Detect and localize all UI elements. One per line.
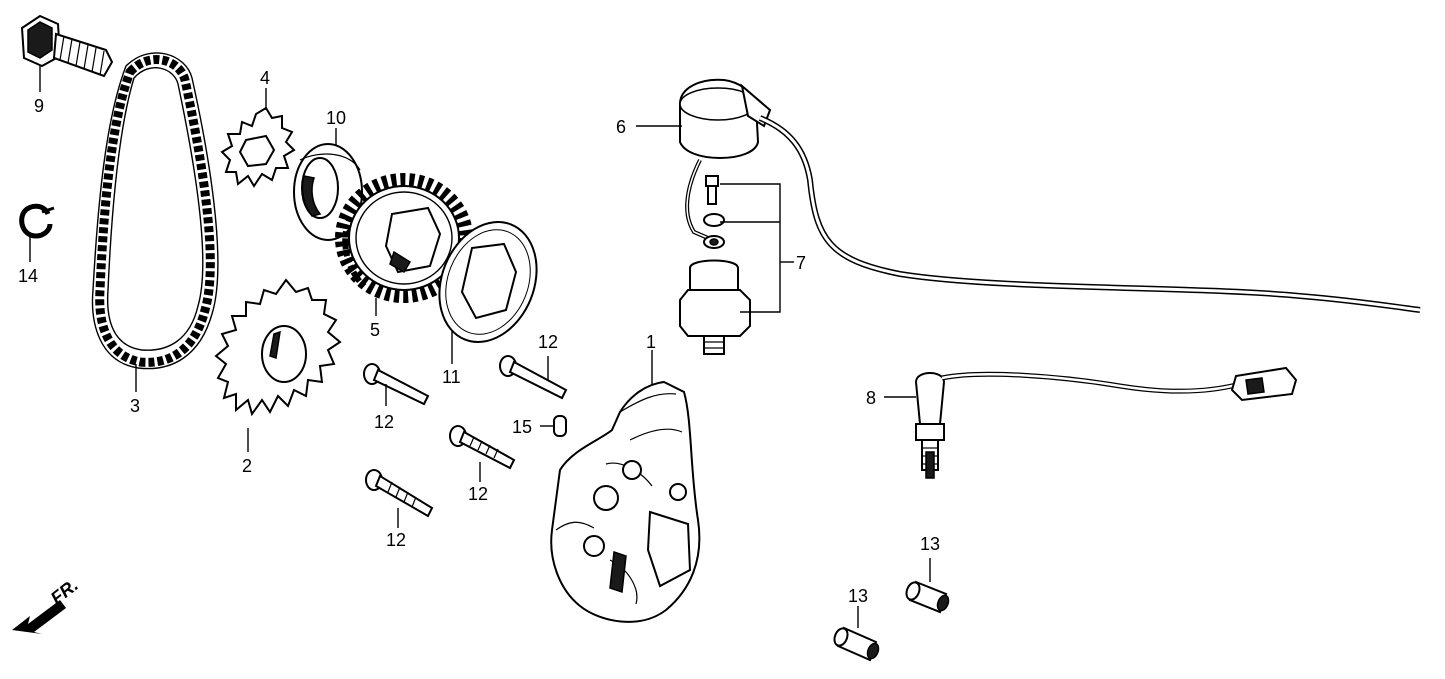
pressure-switch-part-7 — [679, 175, 794, 355]
front-direction-arrow-icon: FR. — [12, 575, 82, 634]
bolt-part-12a — [363, 363, 430, 406]
callout-12c: 12 — [468, 484, 488, 504]
callout-1: 1 — [646, 332, 656, 352]
callout-13a: 13 — [920, 534, 940, 554]
bolt-part-12d — [365, 469, 434, 528]
dowel-part-15 — [540, 415, 567, 437]
callout-12b: 12 — [538, 332, 558, 352]
callout-13b: 13 — [848, 586, 868, 606]
oil-pump-part-1 — [550, 350, 701, 623]
callout-8: 8 — [866, 388, 876, 408]
callout-7: 7 — [796, 253, 806, 273]
sprocket-part-4 — [220, 88, 296, 188]
callout-5: 5 — [370, 320, 380, 340]
sleeve-part-13b — [833, 606, 880, 662]
neutral-switch-part-8 — [884, 366, 1298, 479]
callout-14: 14 — [18, 266, 38, 286]
callout-3: 3 — [130, 396, 140, 416]
callout-15: 15 — [512, 417, 532, 437]
cam-chain-part-3 — [91, 52, 219, 392]
callout-12a: 12 — [374, 412, 394, 432]
clip-part-14 — [19, 203, 55, 262]
bolt-part-12b — [499, 355, 568, 400]
callout-10: 10 — [326, 108, 346, 128]
sleeve-part-13a — [905, 558, 950, 614]
callout-2: 2 — [242, 456, 252, 476]
callout-12d: 12 — [386, 530, 406, 550]
front-direction-label: FR. — [47, 575, 82, 609]
sensor-cap-part-6 — [636, 78, 1421, 313]
callout-9: 9 — [34, 96, 44, 116]
washer-part-11 — [438, 220, 538, 364]
bolt-part-9 — [20, 14, 114, 92]
callout-4: 4 — [260, 68, 270, 88]
callout-6: 6 — [616, 117, 626, 137]
callout-11: 11 — [442, 367, 461, 387]
bolt-part-12c — [449, 425, 516, 482]
sprocket-part-2 — [214, 278, 342, 452]
